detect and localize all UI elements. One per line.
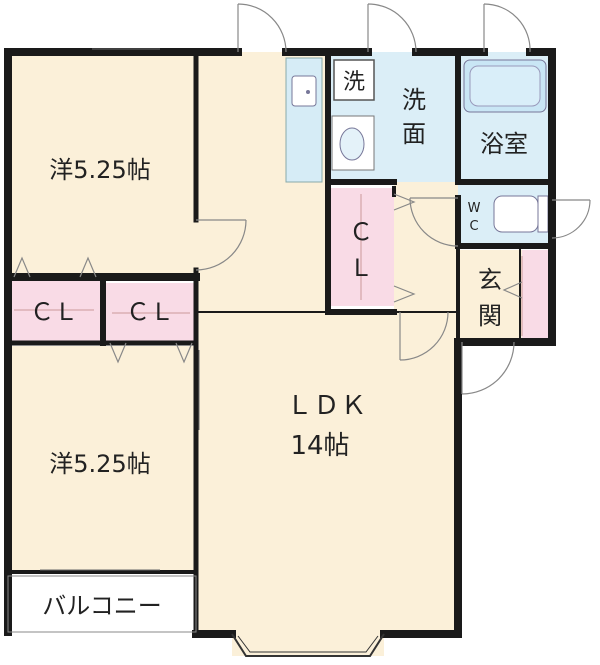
closet-door-mark-6[interactable] bbox=[393, 285, 416, 303]
bathroom-label: 浴室 bbox=[480, 130, 528, 158]
room-label-ldk: ＬＤＫ bbox=[286, 391, 367, 421]
closet-door-mark-7[interactable] bbox=[502, 281, 523, 299]
washer-tray bbox=[333, 59, 375, 101]
closet-label-left: ＣＬ bbox=[30, 298, 78, 326]
doors bbox=[13, 3, 591, 571]
door-bathroom[interactable] bbox=[483, 3, 531, 53]
room-label-western-bottom: 洋5.25帖 bbox=[49, 450, 150, 478]
washroom-label-1: 洗 bbox=[402, 86, 426, 114]
door-ldk[interactable] bbox=[399, 311, 449, 361]
toilet-label-w: W bbox=[468, 201, 481, 216]
door-entrance[interactable] bbox=[461, 341, 515, 395]
floor-fills bbox=[8, 52, 552, 656]
closet-door-mark-3[interactable] bbox=[109, 342, 127, 364]
toilet-label-c: C bbox=[469, 219, 478, 234]
door-toilet-inner[interactable] bbox=[551, 199, 591, 239]
bay-window-floor bbox=[232, 634, 384, 656]
closet-label-center: ＣＬ bbox=[126, 298, 174, 326]
balcony-outline bbox=[7, 575, 197, 633]
ldk-floor bbox=[196, 312, 458, 634]
washer-label: 洗 bbox=[343, 70, 365, 95]
labels: 洋5.25帖 洋5.25帖 ＬＤＫ 14帖 ＣＬ ＣＬ Ｃ Ｌ 洗 洗 面 浴室… bbox=[30, 70, 528, 620]
kitchen-sink-icon bbox=[291, 75, 317, 107]
room-label-western-top: 洋5.25帖 bbox=[49, 156, 150, 184]
closet-entrance-floor bbox=[522, 250, 552, 342]
walls bbox=[4, 48, 556, 638]
door-washroom[interactable] bbox=[367, 3, 417, 53]
western-room-top-floor bbox=[8, 52, 196, 277]
closet-label-vertical-l: Ｌ bbox=[349, 254, 373, 282]
balcony-label: バルコニー bbox=[42, 592, 162, 620]
closet-door-mark-2[interactable] bbox=[79, 256, 97, 278]
bathtub-icon bbox=[463, 59, 547, 113]
closet-door-mark-1[interactable] bbox=[13, 256, 31, 278]
closet-door-mark-4[interactable] bbox=[175, 342, 193, 364]
entrance-label-1: 玄 bbox=[478, 266, 502, 294]
room-label-ldk-size: 14帖 bbox=[290, 431, 349, 461]
door-top-left[interactable] bbox=[237, 3, 287, 53]
fixtures bbox=[14, 57, 549, 336]
entrance-floor bbox=[458, 250, 522, 342]
closet-door-mark-5[interactable] bbox=[393, 193, 416, 211]
door-western-top[interactable] bbox=[195, 219, 247, 271]
toilet-icon bbox=[493, 195, 549, 233]
closet-label-vertical-c: Ｃ bbox=[349, 218, 373, 246]
washroom-label-2: 面 bbox=[402, 120, 426, 148]
bay-window bbox=[231, 633, 385, 657]
balcony-floor bbox=[8, 576, 196, 632]
washbasin-icon bbox=[331, 115, 375, 171]
western-room-bottom-floor bbox=[8, 346, 196, 572]
corridor-floor bbox=[394, 182, 458, 312]
door-toilet[interactable] bbox=[409, 197, 459, 247]
entrance-label-2: 関 bbox=[478, 302, 502, 330]
